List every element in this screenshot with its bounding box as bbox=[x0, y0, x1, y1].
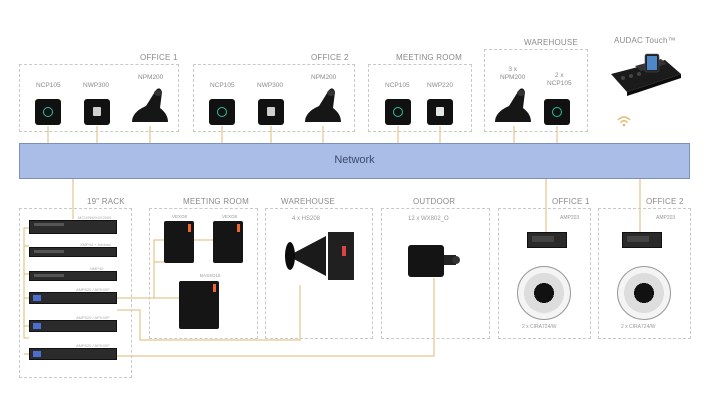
zone-title-warehouse-top: WAREHOUSE bbox=[524, 38, 578, 47]
zone-title-meeting-room-top: MEETING ROOM bbox=[396, 53, 462, 62]
amplifier-label: AMP203 bbox=[656, 215, 676, 221]
zone-title-rack: 19" RACK bbox=[87, 197, 125, 206]
rack-unit-label: MCU/NWX4X2000 bbox=[78, 215, 112, 220]
amplifier-icon bbox=[527, 232, 567, 248]
ncp105-panel-icon bbox=[544, 99, 570, 125]
zone-warehouse-top bbox=[484, 49, 588, 132]
speaker-label: VEXO8 bbox=[222, 214, 238, 219]
zone-title-warehouse-bottom: WAREHOUSE bbox=[281, 197, 335, 206]
zone-office2-top bbox=[193, 64, 355, 132]
rack-unit-label: NMP40 bbox=[90, 266, 104, 271]
zone-office1-top bbox=[19, 64, 179, 132]
zone-title-office2-bottom: OFFICE 2 bbox=[646, 197, 684, 206]
zone-meeting-room-top bbox=[368, 64, 472, 132]
zone-office1-bottom bbox=[498, 208, 591, 339]
paging-microphone-icon bbox=[305, 88, 341, 122]
rack-unit-amplifier bbox=[29, 348, 117, 360]
zone-title-office1-bottom: OFFICE 1 bbox=[552, 197, 590, 206]
ceiling-speaker-icon bbox=[617, 266, 671, 320]
device-label-npm200: NPM200 bbox=[311, 74, 337, 81]
zone-outdoor bbox=[381, 208, 490, 339]
ceiling-speaker-label: 2 x CIRA724/W bbox=[621, 324, 656, 330]
rack-unit-mixer bbox=[29, 220, 117, 234]
device-label-ncp105: NCP105 bbox=[385, 82, 410, 89]
paging-microphone-icon bbox=[132, 88, 168, 122]
device-label-ncp105: NCP105 bbox=[210, 82, 235, 89]
zone-rack bbox=[19, 208, 132, 378]
amplifier-label: AMP203 bbox=[560, 215, 580, 221]
zone-meeting-room-bottom bbox=[149, 208, 258, 339]
network-bar: Network bbox=[19, 143, 690, 179]
ceiling-speaker-label: 2 x CIRA724/W bbox=[522, 324, 557, 330]
zone-title-office1-top: OFFICE 1 bbox=[140, 53, 178, 62]
subwoofer-label: BASSO15 bbox=[200, 273, 221, 278]
ncp105-panel-icon bbox=[385, 99, 411, 125]
nwp220-panel-icon bbox=[427, 99, 453, 125]
device-label-nwp300: NWP300 bbox=[83, 82, 110, 89]
horn-speaker-label: 4 x HS208 bbox=[292, 216, 321, 222]
rack-unit-player bbox=[29, 247, 117, 257]
ceiling-speaker-icon bbox=[517, 266, 571, 320]
horn-speaker-icon bbox=[285, 232, 354, 280]
rack-unit-amplifier bbox=[29, 320, 117, 332]
nwp300-panel-icon bbox=[258, 99, 284, 125]
subwoofer-icon bbox=[179, 281, 219, 329]
rack-unit-amplifier bbox=[29, 292, 117, 304]
outdoor-speaker-label: 12 x WX802_O bbox=[408, 216, 449, 222]
zone-office2-bottom bbox=[598, 208, 691, 339]
rack-unit-label: AMP520 / APX4XF bbox=[76, 315, 110, 320]
outdoor-speaker-icon bbox=[408, 245, 460, 277]
ncp105-panel-icon bbox=[209, 99, 235, 125]
tablet-icon bbox=[611, 53, 681, 96]
zone-title-outdoor: OUTDOOR bbox=[413, 197, 456, 206]
speaker-label: VEXO8 bbox=[172, 214, 188, 219]
ncp105-panel-icon bbox=[35, 99, 61, 125]
device-label-ncp105: NCP105 bbox=[36, 82, 61, 89]
rack-unit-media-player bbox=[29, 271, 117, 281]
audac-touch-title: AUDAC Touch™ bbox=[614, 36, 676, 45]
network-label: Network bbox=[334, 154, 375, 166]
device-label-ncp105: 2 x NCP105 bbox=[547, 72, 572, 87]
amplifier-icon bbox=[622, 232, 662, 248]
zone-title-office2-top: OFFICE 2 bbox=[311, 53, 349, 62]
rack-unit-label: XMP44 + Addons bbox=[80, 242, 112, 247]
nwp300-panel-icon bbox=[84, 99, 110, 125]
speaker-icon bbox=[164, 221, 194, 263]
device-label-npm200: 3 x NPM200 bbox=[500, 66, 526, 81]
paging-microphone-icon bbox=[495, 88, 531, 122]
zone-warehouse-bottom bbox=[265, 208, 373, 339]
speaker-icon bbox=[213, 221, 243, 263]
zone-title-meeting-room-bottom: MEETING ROOM bbox=[183, 197, 249, 206]
device-label-nwp220: NWP220 bbox=[427, 82, 454, 89]
rack-unit-label: AMP520 / APX4XF bbox=[76, 343, 110, 348]
wifi-icon bbox=[617, 116, 631, 127]
device-label-nwp300: NWP300 bbox=[257, 82, 284, 89]
device-label-npm200: NPM200 bbox=[138, 74, 164, 81]
rack-unit-label: AMP520 / APX4XF bbox=[76, 287, 110, 292]
